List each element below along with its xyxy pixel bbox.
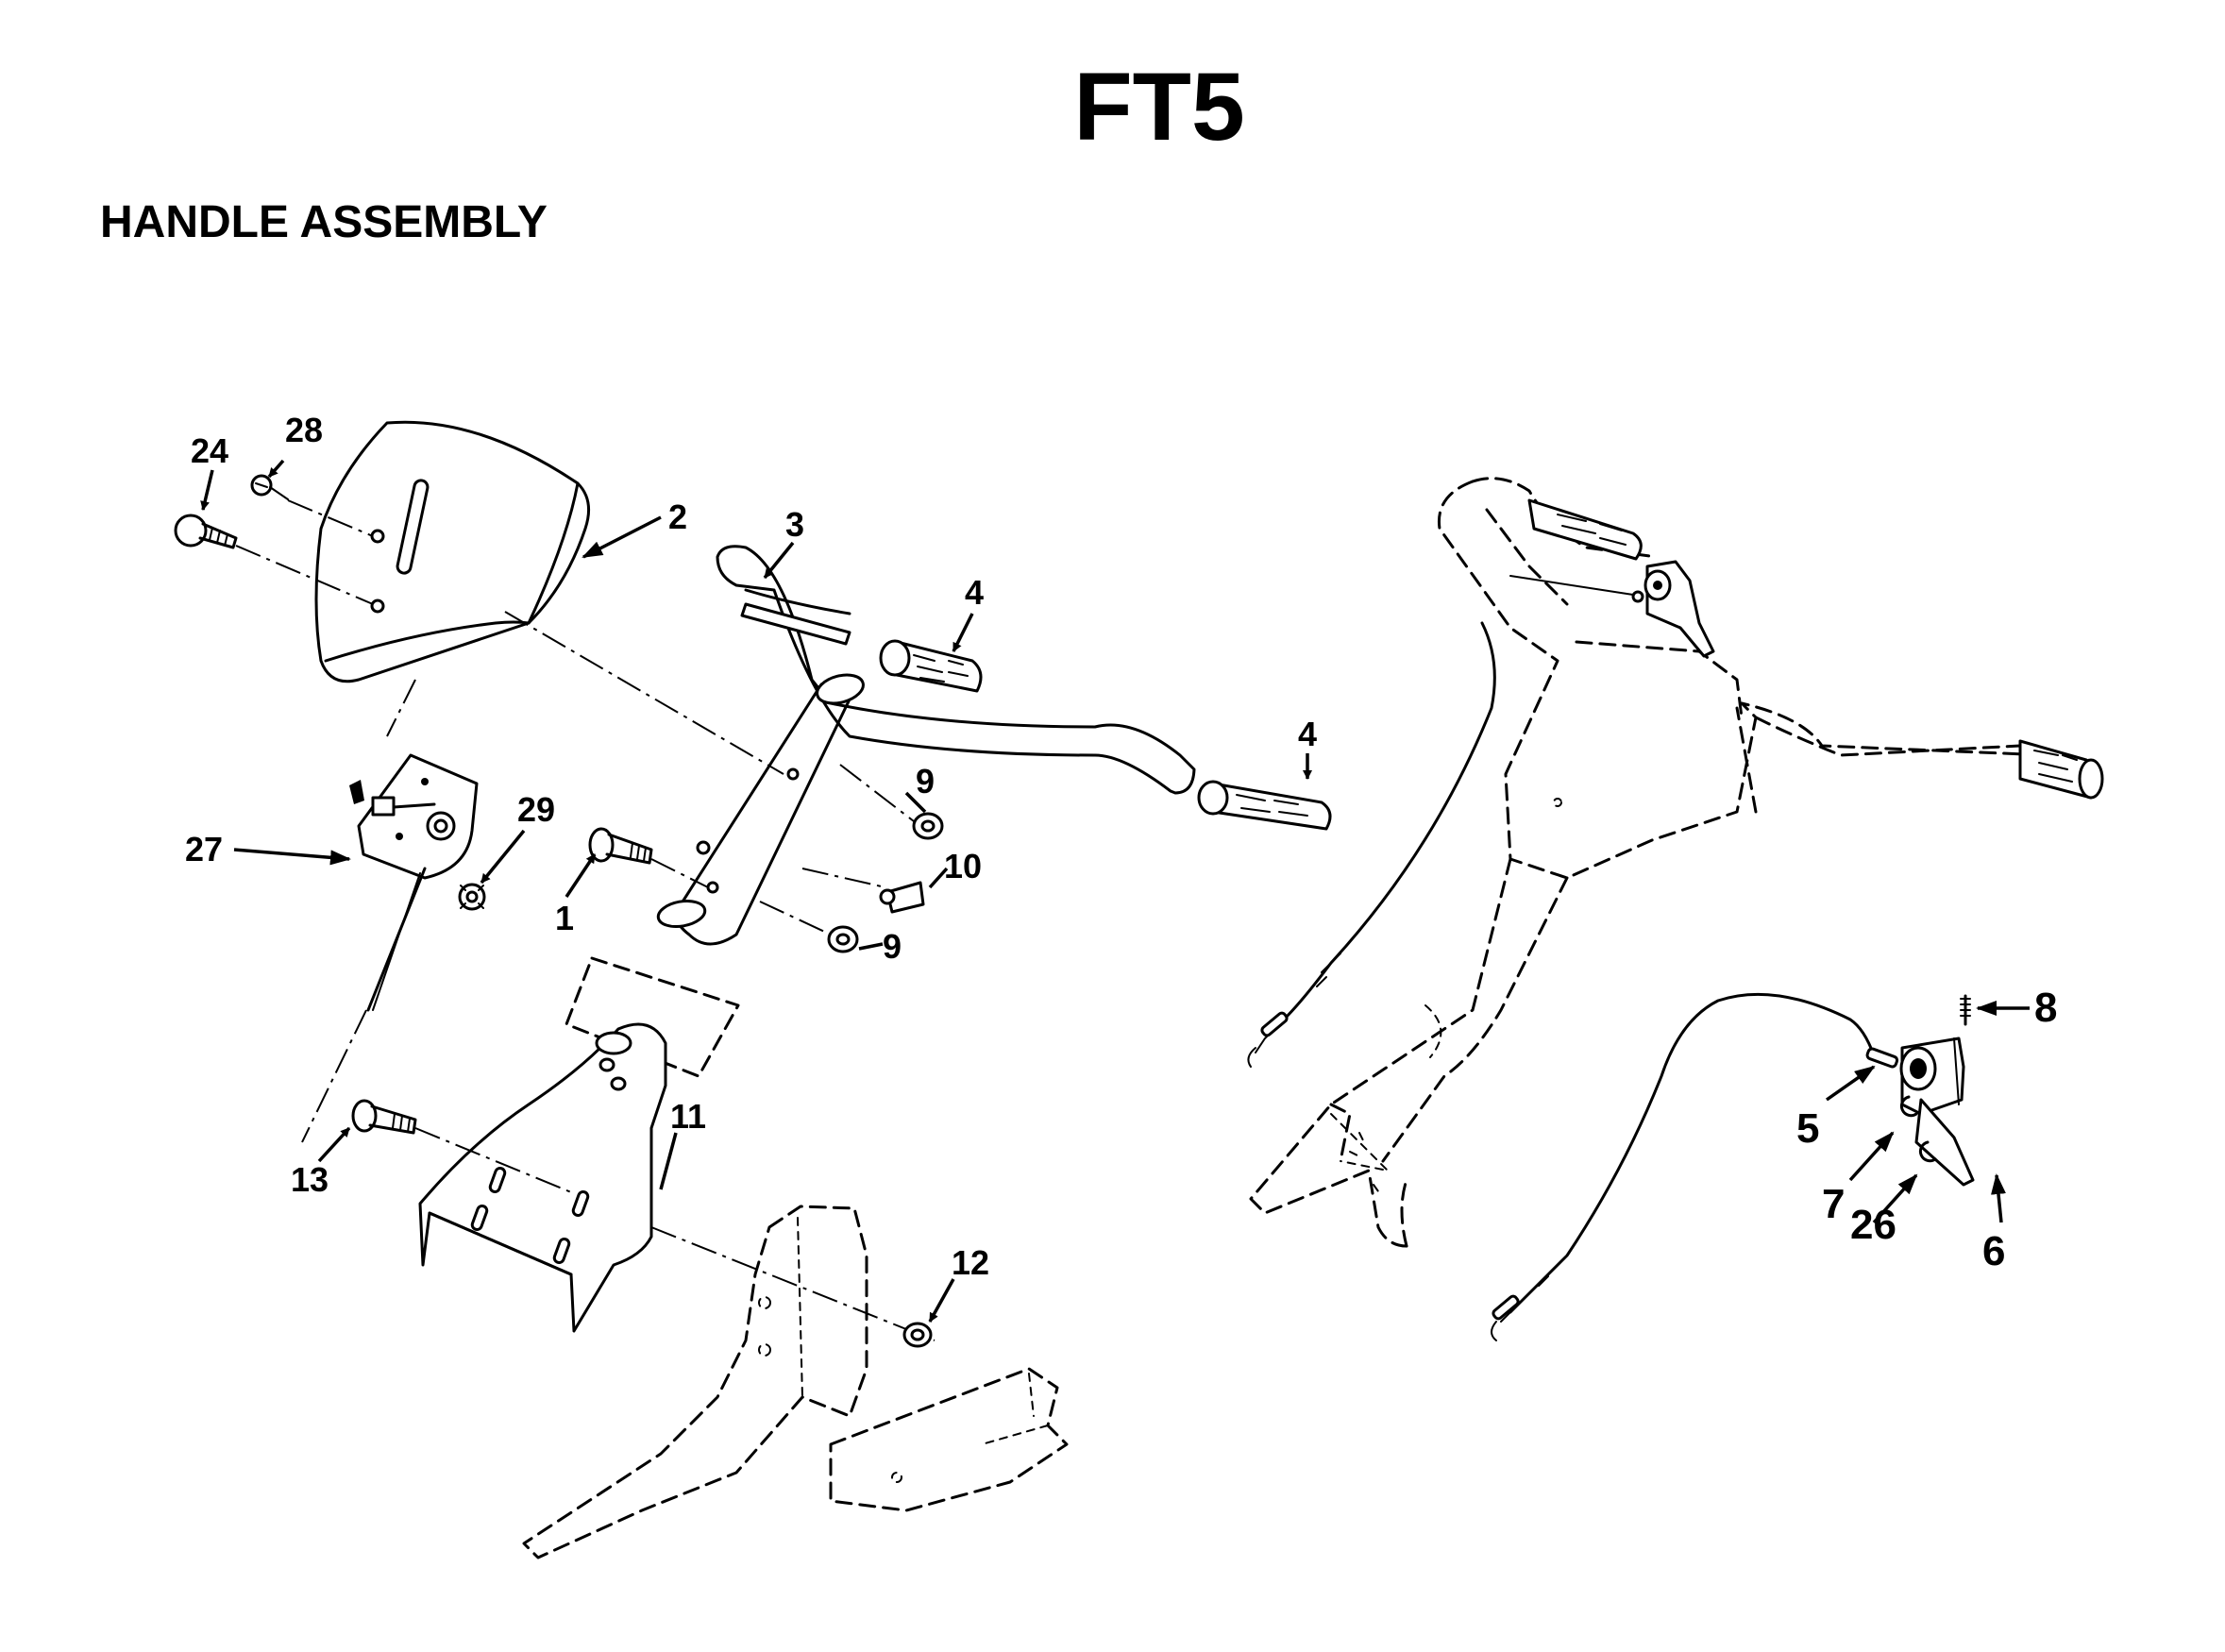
- callout-6: 6: [1982, 1228, 2005, 1274]
- section-title: HANDLE ASSEMBLY: [100, 197, 548, 247]
- grip-left-part: [879, 639, 983, 693]
- leader-lines: [200, 459, 2030, 1323]
- long-bolt-part: [351, 1099, 417, 1135]
- callout-3: 3: [785, 505, 804, 544]
- callout-26: 26: [1850, 1202, 1896, 1248]
- callout-9-upper: 9: [916, 762, 935, 801]
- callout-2: 2: [668, 497, 687, 536]
- retaining-ring-7-part: [1899, 1095, 1918, 1118]
- throttle-cable-part: [1491, 992, 1899, 1341]
- callout-8: 8: [2034, 985, 2057, 1031]
- grip-right-part: [1197, 780, 1332, 831]
- callout-4-left: 4: [965, 573, 984, 612]
- callout-13: 13: [291, 1160, 329, 1199]
- retaining-ring-26-part: [1918, 1140, 1937, 1163]
- assembled-handle-view: [1247, 477, 2104, 1248]
- support-bracket-part: [418, 1022, 667, 1333]
- callout-1: 1: [555, 899, 574, 937]
- nut-part: [458, 883, 486, 911]
- washer-upper-part: [912, 812, 944, 840]
- callout-24: 24: [191, 431, 228, 470]
- handlebar-part: [656, 545, 1196, 946]
- bolt-part: [588, 827, 653, 865]
- callout-11: 11: [670, 1097, 706, 1136]
- model-title: FT5: [1073, 53, 1245, 160]
- throttle-control-part: [1899, 1037, 1975, 1187]
- handle-panel-part: [314, 420, 591, 683]
- callout-7: 7: [1822, 1181, 1845, 1227]
- callout-27: 27: [185, 830, 223, 868]
- washer-lower-part: [827, 925, 859, 953]
- flange-nut-part: [902, 1322, 933, 1348]
- clip-part: [879, 881, 925, 914]
- callout-29: 29: [517, 790, 555, 829]
- callout-5: 5: [1796, 1105, 1819, 1152]
- callout-9-lower: 9: [883, 927, 902, 966]
- pin-part: [1960, 994, 1971, 1026]
- tiller-frame-reference: [522, 1205, 1069, 1559]
- callout-12: 12: [952, 1243, 989, 1282]
- callout-labels: 1 2 3 4 4 5 6 7 8 9 9 10 11 12 13 24 26 …: [185, 411, 2057, 1282]
- mounting-bracket-part: [349, 753, 479, 880]
- callout-28: 28: [285, 411, 323, 449]
- screw-part: [250, 474, 289, 500]
- callout-4-right: 4: [1298, 715, 1317, 753]
- knob-bolt-part: [174, 514, 238, 549]
- callout-10: 10: [944, 847, 982, 885]
